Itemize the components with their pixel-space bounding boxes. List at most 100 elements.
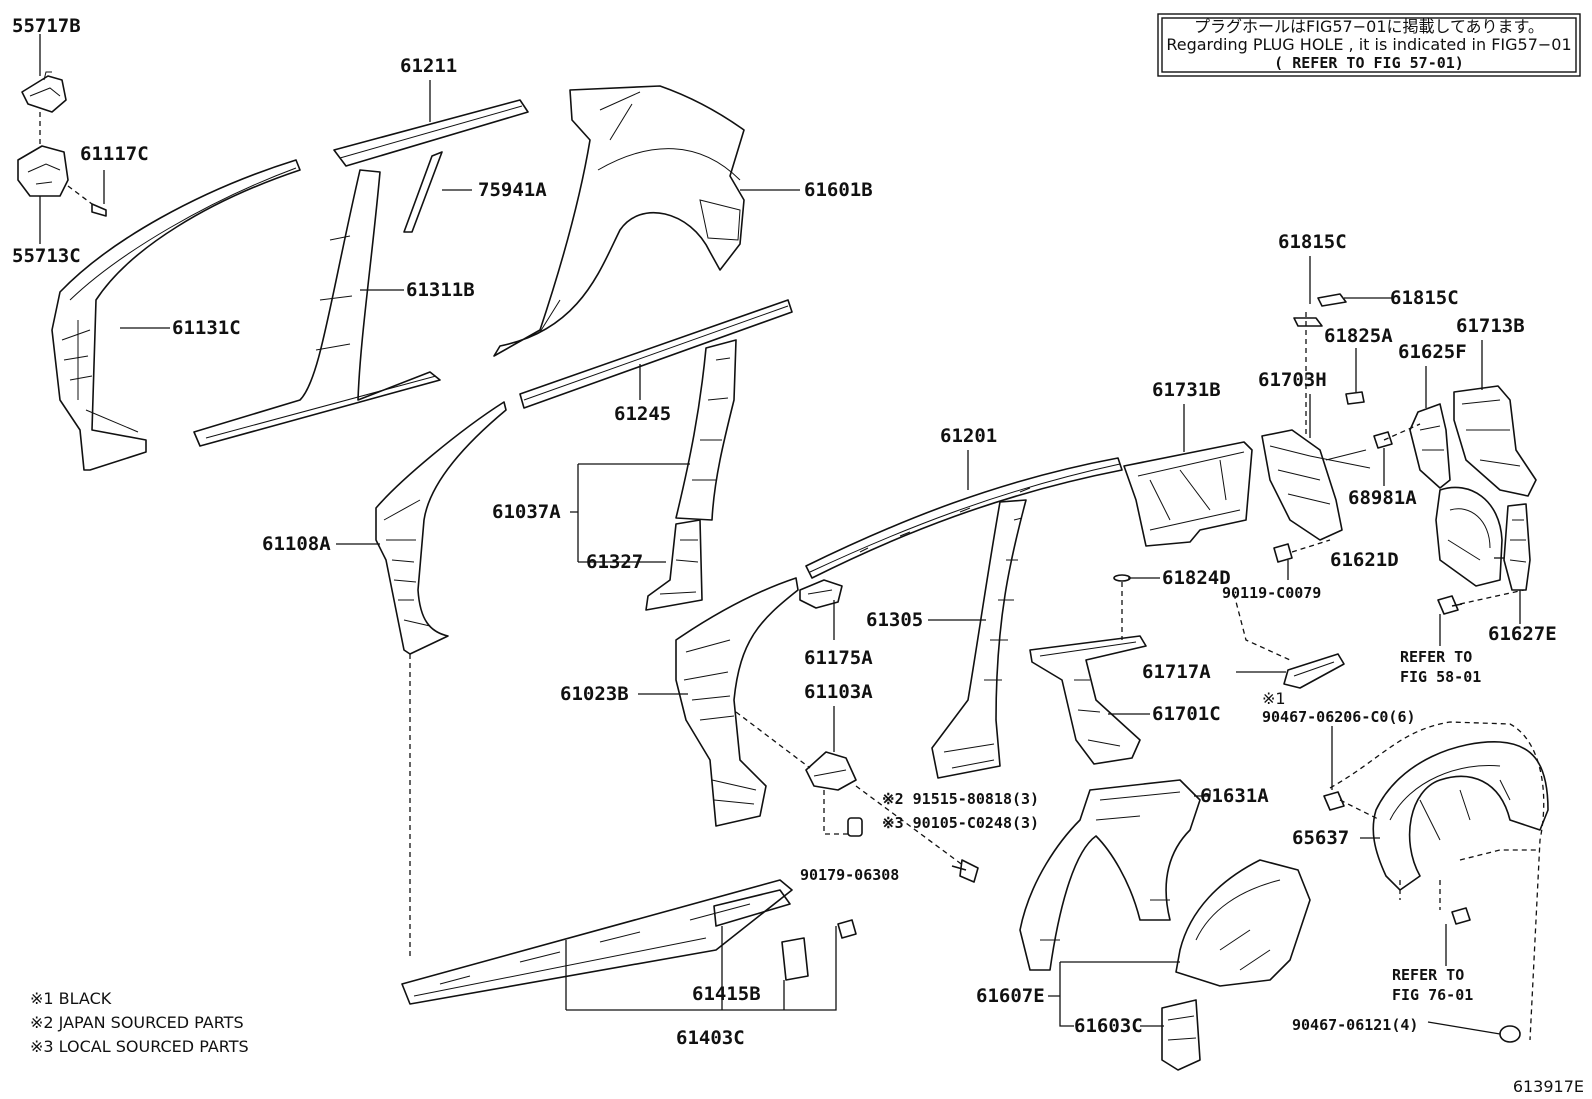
clip-68981a xyxy=(1373,431,1393,449)
label-90119-c0079: 90119-C0079 xyxy=(1222,584,1321,602)
part-65637-shape xyxy=(1372,741,1549,891)
part-61108a-shape xyxy=(375,401,507,655)
label-61717a: 61717A xyxy=(1142,661,1211,683)
nut-90467b-shape xyxy=(1499,1025,1521,1043)
label-90105-c0248: ※3 90105-C0248(3) xyxy=(882,814,1039,832)
part-61603c-shape xyxy=(1161,999,1201,1071)
label-61625f: 61625F xyxy=(1398,341,1467,363)
label-refer-76-line2: FIG 76-01 xyxy=(1392,986,1473,1004)
plug-61825a xyxy=(1345,391,1365,405)
clip-refer76-shape xyxy=(1451,907,1471,925)
part-61713b-shape xyxy=(1453,385,1537,497)
part-61621d-shape xyxy=(1435,486,1503,587)
label-61403c: 61403C xyxy=(676,1027,745,1049)
label-61103a: 61103A xyxy=(804,681,873,703)
part-61627e-shape xyxy=(1503,503,1531,591)
part-61631a-shape xyxy=(1019,779,1201,971)
label-90467-06121: 90467-06121(4) xyxy=(1292,1016,1418,1034)
plug-61815c-b xyxy=(1317,293,1347,307)
label-61023b: 61023B xyxy=(560,683,629,705)
label-61131c: 61131C xyxy=(172,317,241,339)
part-61717a-shape xyxy=(1283,653,1345,689)
label-61731b: 61731B xyxy=(1152,379,1221,401)
label-55713c: 55713C xyxy=(12,245,81,267)
part-61131c-shape xyxy=(51,159,301,471)
part-61023b-shape xyxy=(675,577,799,827)
label-61701c: 61701C xyxy=(1152,703,1221,725)
label-61825a: 61825A xyxy=(1324,325,1393,347)
plug-61824d xyxy=(1113,574,1131,582)
label-61631a: 61631A xyxy=(1200,785,1269,807)
label-61311b: 61311B xyxy=(406,279,475,301)
label-refer-76-line1: REFER TO xyxy=(1392,966,1464,984)
plug-61815c-a xyxy=(1293,317,1323,327)
label-61108a: 61108A xyxy=(262,533,331,555)
label-mark-1: ※1 xyxy=(1262,689,1286,708)
part-61701c-shape xyxy=(1029,635,1147,765)
legend-item-3: ※3 LOCAL SOURCED PARTS xyxy=(30,1037,249,1056)
bracket-61403c-small xyxy=(837,919,857,939)
label-61713b: 61713B xyxy=(1456,315,1525,337)
label-55717b: 55717B xyxy=(12,15,81,37)
label-61824d: 61824D xyxy=(1162,567,1231,589)
label-68981a: 68981A xyxy=(1348,487,1417,509)
notice-line-ref: ( REFER TO FIG 57-01) xyxy=(1274,54,1464,72)
label-61201: 61201 xyxy=(940,425,997,447)
part-61211-shape xyxy=(333,99,529,167)
label-refer-58-line2: FIG 58-01 xyxy=(1400,668,1481,686)
part-61201-shape xyxy=(805,457,1123,579)
part-55717b-shape xyxy=(21,71,67,113)
part-75941a-shape xyxy=(403,151,443,233)
legend-item-2: ※2 JAPAN SOURCED PARTS xyxy=(30,1013,244,1032)
label-61601b: 61601B xyxy=(804,179,873,201)
label-61117c: 61117C xyxy=(80,143,149,165)
nut-90179-shape xyxy=(847,817,863,837)
part-55713c-shape xyxy=(17,145,69,197)
legend-item-1: ※1 BLACK xyxy=(30,989,112,1008)
drawing-number: 613917E xyxy=(1513,1077,1584,1096)
label-61815c-top: 61815C xyxy=(1278,231,1347,253)
label-91515-80818: ※2 91515-80818(3) xyxy=(882,790,1039,808)
bolt-refer58-shape xyxy=(1437,595,1463,615)
part-61305-shape xyxy=(931,499,1027,779)
part-61625f-shape xyxy=(1409,403,1451,489)
part-61403c-shape xyxy=(401,879,793,1005)
refer-notice-box: プラグホールはFIG57−01に掲載してあります。 Regarding PLUG… xyxy=(1157,13,1581,77)
callout-labels: 55717B 61117C 55713C 61211 75941A 61601B… xyxy=(12,15,1557,1049)
part-61037a-shape xyxy=(675,339,737,521)
label-61815c-right: 61815C xyxy=(1390,287,1459,309)
label-61415b: 61415B xyxy=(692,983,761,1005)
part-61601b-shape xyxy=(493,85,745,357)
label-61327: 61327 xyxy=(586,551,643,573)
legend: ※1 BLACK ※2 JAPAN SOURCED PARTS ※3 LOCAL… xyxy=(30,989,249,1056)
label-61627e: 61627E xyxy=(1488,623,1557,645)
label-61175a: 61175A xyxy=(804,647,873,669)
part-61731b-shape xyxy=(1123,441,1253,547)
part-61245-shape xyxy=(519,299,793,409)
notice-line-en: Regarding PLUG HOLE , it is indicated in… xyxy=(1166,35,1571,54)
bolt-91515-shape xyxy=(951,859,979,883)
bolt-90119-shape xyxy=(1273,543,1293,563)
label-61703h: 61703H xyxy=(1258,369,1327,391)
label-65637: 65637 xyxy=(1292,827,1349,849)
part-61103a-shape xyxy=(805,751,857,791)
label-61305: 61305 xyxy=(866,609,923,631)
part-61311b-shape xyxy=(193,169,441,447)
label-61607e: 61607E xyxy=(976,985,1045,1007)
part-61117c-shape xyxy=(91,203,107,217)
notice-line-jp: プラグホールはFIG57−01に掲載してあります。 xyxy=(1194,17,1544,36)
part-61607e-shape xyxy=(1175,859,1311,987)
label-61211: 61211 xyxy=(400,55,457,77)
label-61603c: 61603C xyxy=(1074,1015,1143,1037)
part-61415b-shape xyxy=(713,889,809,981)
label-90467-06206: 90467-06206-C0(6) xyxy=(1262,708,1416,726)
label-61621d: 61621D xyxy=(1330,549,1399,571)
nut-90467a-shape xyxy=(1323,791,1345,811)
label-61245: 61245 xyxy=(614,403,671,425)
part-61703h-shape xyxy=(1261,429,1343,541)
label-61037a: 61037A xyxy=(492,501,561,523)
label-75941a: 75941A xyxy=(478,179,547,201)
part-61327-shape xyxy=(645,519,703,611)
label-refer-58-line1: REFER TO xyxy=(1400,648,1472,666)
